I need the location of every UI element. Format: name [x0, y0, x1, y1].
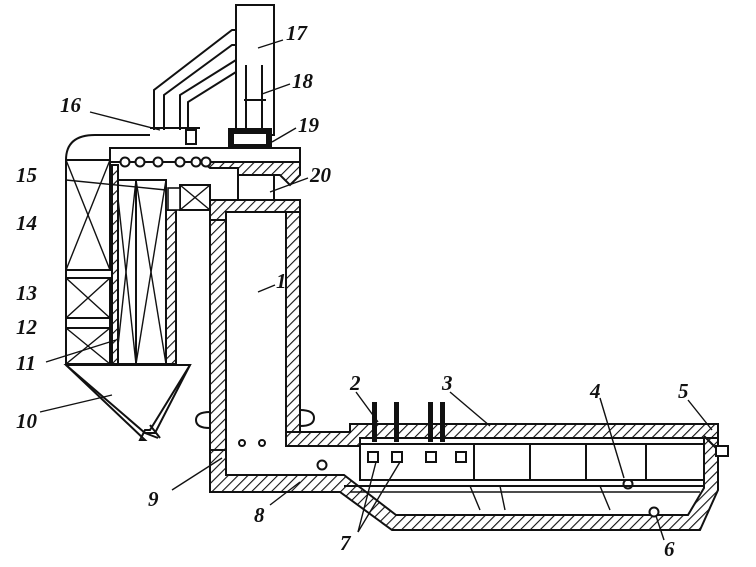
label-9: 9 [148, 487, 159, 511]
duct-pipes [153, 29, 237, 130]
label-16: 16 [60, 93, 82, 117]
label-20: 20 [309, 163, 332, 187]
vertical-shaft [194, 199, 316, 451]
burner-chamber [197, 159, 301, 203]
label-17: 17 [286, 21, 309, 45]
label-15: 15 [16, 163, 37, 187]
heat-exchanger [65, 127, 301, 365]
leader-lines [39, 39, 713, 541]
electrode [244, 65, 266, 130]
label-6: 6 [664, 537, 675, 561]
label-5: 5 [678, 379, 689, 403]
label-10: 10 [16, 409, 38, 433]
label-7: 7 [340, 531, 352, 555]
part-labels: 17 18 19 20 16 15 14 13 12 11 10 9 8 7 6… [16, 21, 689, 561]
label-2: 2 [349, 371, 361, 395]
exhaust-stack [235, 4, 275, 136]
label-13: 13 [16, 281, 37, 305]
label-8: 8 [254, 503, 265, 527]
label-12: 12 [16, 315, 38, 339]
ash-hopper [63, 364, 192, 441]
label-19: 19 [298, 113, 320, 137]
label-18: 18 [292, 69, 314, 93]
label-4: 4 [589, 379, 601, 403]
label-14: 14 [16, 211, 37, 235]
label-11: 11 [16, 351, 36, 375]
label-3: 3 [441, 371, 453, 395]
label-1: 1 [276, 269, 287, 293]
